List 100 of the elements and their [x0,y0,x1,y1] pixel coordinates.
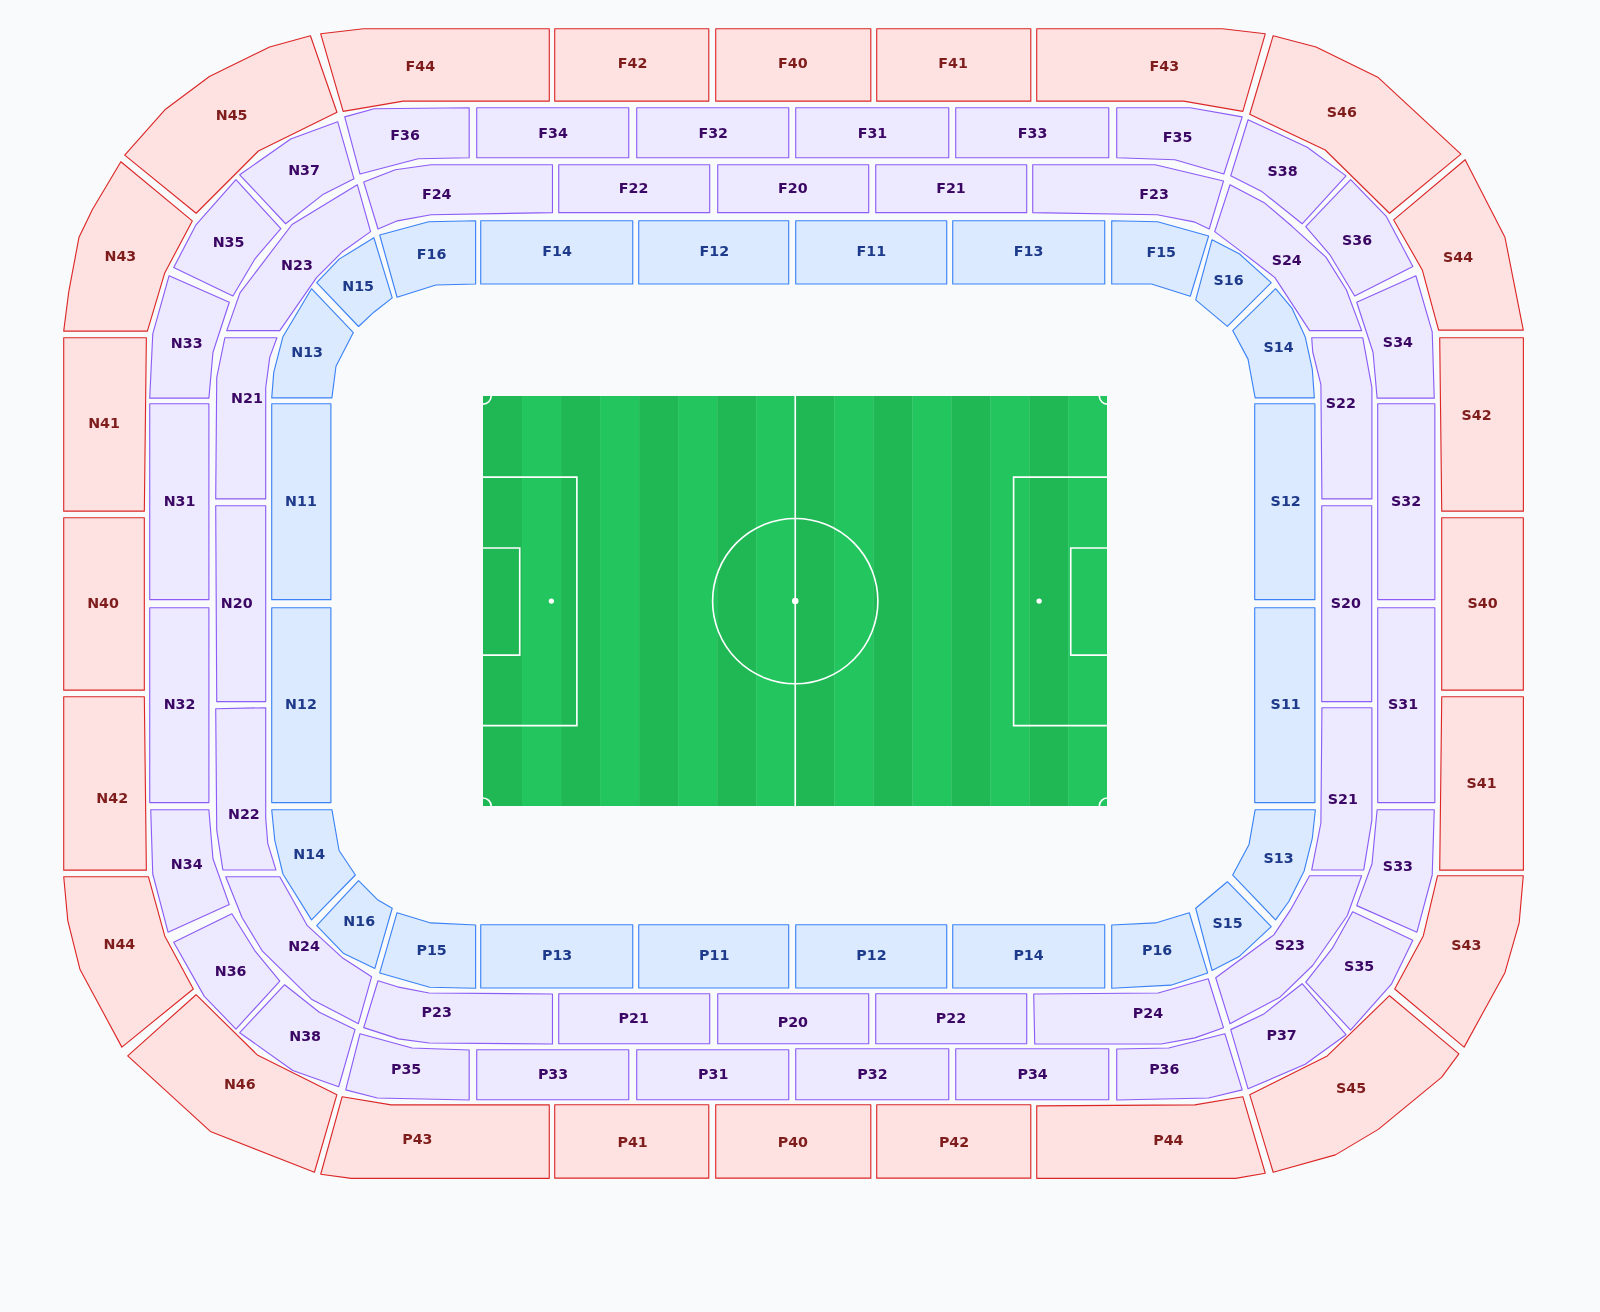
seating-section [638,923,790,989]
section-label: F15 [1146,243,1176,261]
seating-section [479,923,634,989]
seating-section [345,1032,471,1101]
section-label: S24 [1271,252,1302,269]
section-label: F23 [1139,185,1169,203]
seating-section [1439,696,1525,872]
seating-section [172,178,282,297]
seating-section [378,219,477,298]
seating-section [558,993,711,1045]
seating-section [62,160,193,332]
seating-section [62,516,145,691]
seating-section [1195,239,1273,328]
section-label: P44 [1153,1131,1184,1148]
section-label: F40 [778,55,808,72]
section-label: F21 [936,179,966,196]
section-label: S22 [1325,394,1356,412]
section-label: S42 [1461,407,1492,424]
section-label: F12 [699,242,730,260]
seating-section [150,809,231,934]
seating-section [344,107,471,176]
section-label: N44 [103,935,136,953]
seating-section [795,923,948,989]
section-label: S21 [1327,790,1358,808]
section-label: S20 [1330,594,1361,612]
section-label: N37 [288,162,320,179]
section-label: S15 [1212,915,1243,932]
seating-section [1439,337,1525,512]
section-label: N22 [227,806,260,823]
seating-section [1115,1032,1243,1101]
section-label: N38 [289,1027,321,1044]
section-label: N42 [96,789,129,807]
seating-section [952,923,1106,989]
seating-section [319,27,550,112]
section-label: S38 [1267,163,1298,180]
section-label: F32 [698,124,729,141]
section-label: N35 [212,233,245,251]
seating-section [1195,880,1273,972]
section-label: S34 [1382,333,1413,350]
section-label: N11 [285,492,317,510]
seating-section [1376,403,1436,601]
section-label: N41 [88,415,120,432]
section-label: N15 [342,277,375,294]
section-label: F34 [538,124,568,141]
section-label: F11 [856,242,887,260]
section-label: P31 [698,1066,729,1083]
section-label: P24 [1132,1005,1164,1022]
seating-section [1254,607,1316,804]
section-label: P14 [1013,946,1044,964]
seating-section [955,107,1110,159]
seating-section [795,1048,950,1101]
section-label: F13 [1013,242,1044,260]
section-label: P42 [938,1133,970,1150]
seating-section [952,219,1106,285]
seating-section [1249,35,1462,214]
seating-section [214,707,277,872]
section-label: S45 [1335,1079,1367,1096]
seating-section [1305,910,1414,1031]
section-label: S11 [1270,695,1301,713]
section-label: N21 [231,389,263,407]
seating-section [149,274,231,399]
section-label: F22 [618,179,649,196]
section-label: S36 [1342,231,1373,248]
seating-section [636,1049,790,1101]
seating-section [874,163,1028,213]
seating-section [1376,607,1436,804]
section-label: F24 [421,185,452,203]
section-label: F43 [1149,58,1180,75]
section-label: N16 [343,913,376,930]
seating-section [1229,118,1347,225]
seating-section [239,120,355,225]
seating-section [1110,911,1208,989]
section-label: N12 [285,695,317,713]
seating-section [319,1096,550,1180]
seating-section [315,237,393,328]
seating-section [214,505,266,703]
seating-section [1320,505,1373,703]
section-label: S35 [1344,958,1375,975]
section-label: F35 [1162,128,1193,145]
seating-section [558,163,711,213]
seating-section [362,979,553,1045]
section-label: P34 [1017,1066,1048,1083]
section-label: F14 [542,242,572,260]
section-label: N14 [293,845,326,863]
section-label: N31 [163,492,196,510]
seating-section [1031,163,1225,230]
seating-section [1115,107,1243,176]
section-label: S23 [1274,936,1305,954]
seating-section [1254,403,1316,601]
section-label: S12 [1270,492,1301,510]
seating-section [270,403,332,601]
section-label: S46 [1326,104,1357,121]
section-label: N45 [215,107,248,124]
section-label: N24 [288,937,320,955]
section-label: P37 [1266,1026,1297,1043]
section-label: P13 [541,946,573,964]
seating-section [1310,337,1373,500]
seating-section [875,27,1032,102]
section-label: P21 [618,1010,649,1027]
seating-section [1441,516,1525,691]
